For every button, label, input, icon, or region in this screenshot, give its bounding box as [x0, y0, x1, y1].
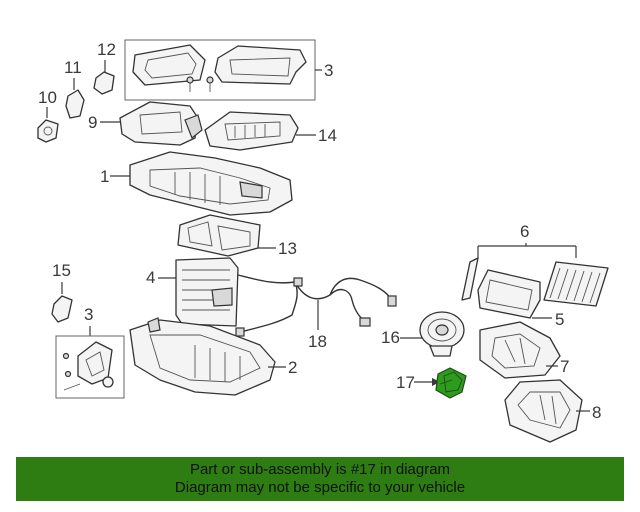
- callout-13: 13: [278, 239, 297, 258]
- part-11-actuator[interactable]: [65, 89, 85, 119]
- callout-3-top: 3: [324, 61, 333, 80]
- info-banner: Part or sub-assembly is #17 in diagram D…: [16, 457, 624, 501]
- callout-15: 15: [52, 261, 71, 280]
- callout-6: 6: [520, 222, 529, 241]
- part-14-case-cover[interactable]: [204, 111, 299, 151]
- part-15-sensor[interactable]: [51, 295, 73, 323]
- callout-2: 2: [288, 358, 297, 377]
- part-3-cover-left[interactable]: [132, 44, 206, 86]
- callout-9: 9: [88, 113, 97, 132]
- part-3-cover-right[interactable]: [214, 45, 307, 85]
- part-18-wiring-harness[interactable]: [235, 274, 397, 337]
- part-8-lower-housing[interactable]: [504, 379, 583, 443]
- callout-10: 10: [38, 88, 57, 107]
- callout-4: 4: [146, 268, 155, 287]
- callout-8: 8: [592, 403, 601, 422]
- part-9-case-upper[interactable]: [119, 101, 203, 146]
- callout-3-inset: 3: [84, 305, 93, 324]
- callout-5: 5: [555, 310, 564, 329]
- inset-box-3: [55, 335, 125, 399]
- part-12-clip[interactable]: [93, 71, 115, 95]
- part-6-filter-strip[interactable]: [461, 257, 479, 301]
- part-17-highlighted-module[interactable]: [435, 367, 467, 399]
- part-7-blower-housing[interactable]: [479, 321, 561, 379]
- callout-14: 14: [318, 126, 337, 145]
- part-13-core[interactable]: [177, 214, 261, 257]
- parts-diagram: 3 12 11 10 9 14 1: [37, 39, 609, 443]
- arrow-right-icon: [432, 378, 440, 386]
- banner-line-1: Part or sub-assembly is #17 in diagram: [189, 461, 451, 478]
- part-3-inset-parts[interactable]: [62, 341, 114, 391]
- callout-1: 1: [100, 167, 109, 186]
- banner-line-2: Diagram may not be specific to your vehi…: [174, 479, 466, 496]
- part-1-hvac-case[interactable]: [129, 151, 293, 216]
- part-6-cabin-filter[interactable]: [543, 261, 609, 307]
- screws-icon: [186, 76, 214, 92]
- callout-11: 11: [64, 58, 82, 77]
- part-10-motor[interactable]: [37, 119, 59, 143]
- callout-17: 17: [396, 373, 415, 392]
- part-2-hvac-lower-case[interactable]: [129, 317, 276, 396]
- part-16-blower-motor[interactable]: [419, 311, 465, 357]
- callout-12: 12: [97, 40, 116, 59]
- callout-7: 7: [560, 357, 569, 376]
- callout-18: 18: [308, 332, 327, 351]
- part-4-evaporator[interactable]: [175, 257, 239, 327]
- part-5-filter-housing[interactable]: [477, 269, 541, 319]
- callout-16: 16: [381, 328, 400, 347]
